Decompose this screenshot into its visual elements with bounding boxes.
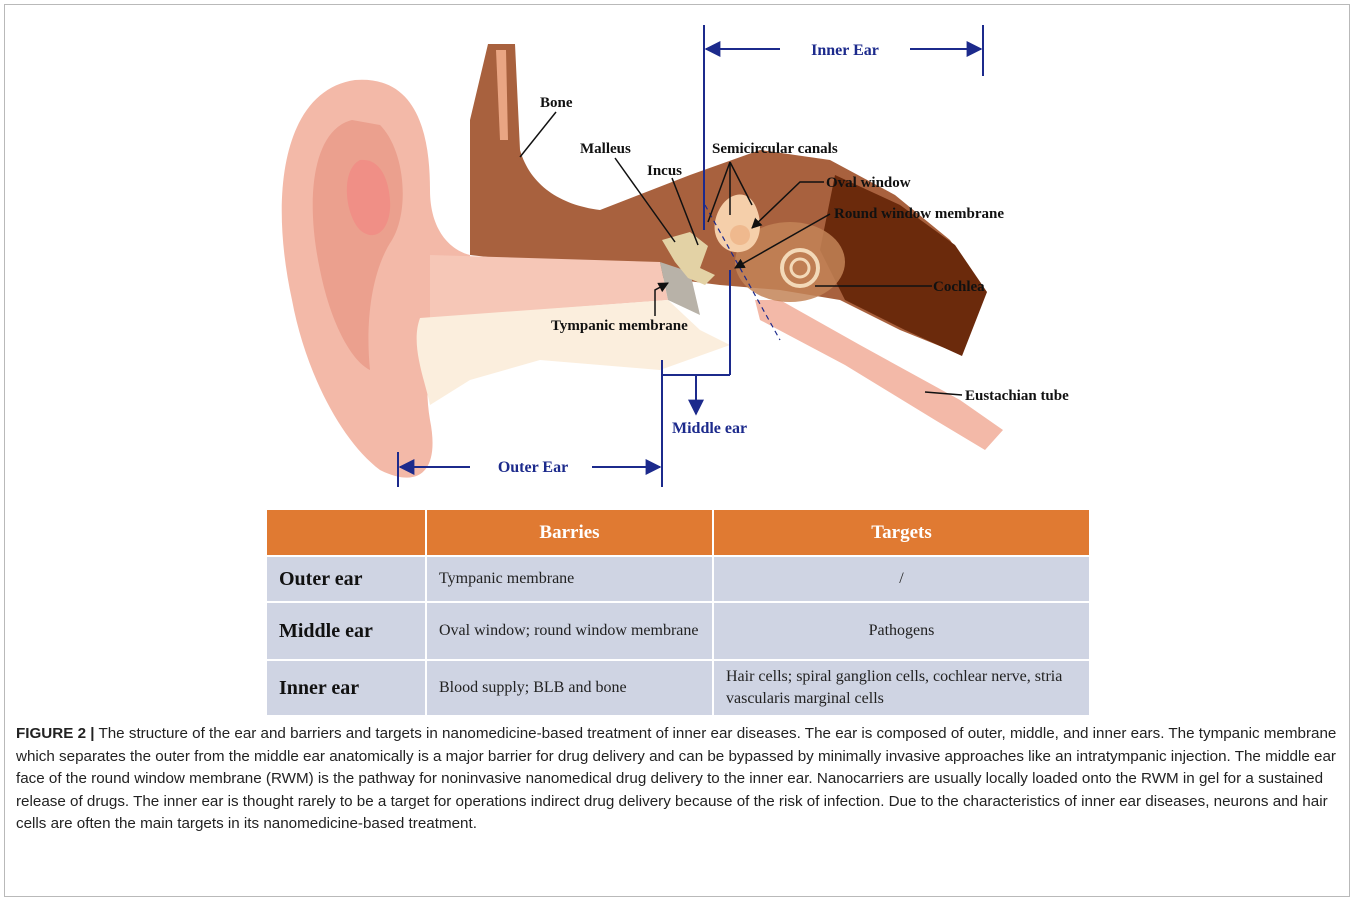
label-semicircular-canals: Semicircular canals	[712, 141, 838, 157]
row-barriers: Tympanic membrane	[426, 556, 713, 602]
ear-anatomy-diagram: Inner Ear Bone Malleus Incus Semicircula…	[0, 0, 1356, 503]
label-tympanic-membrane: Tympanic membrane	[551, 318, 688, 334]
label-eustachian-tube: Eustachian tube	[965, 388, 1069, 404]
label-bone: Bone	[540, 95, 573, 111]
row-name: Outer ear	[266, 556, 426, 602]
table-header-barriers: Barries	[426, 509, 713, 556]
vestibule	[730, 225, 750, 245]
figure-caption: FIGURE 2 | The structure of the ear and …	[16, 723, 1338, 836]
cartilage	[417, 300, 730, 405]
label-malleus: Malleus	[580, 141, 631, 157]
row-targets: Hair cells; spiral ganglion cells, cochl…	[713, 660, 1090, 716]
row-barriers: Oval window; round window membrane	[426, 602, 713, 660]
row-targets: /	[713, 556, 1090, 602]
barriers-targets-table: Barries Targets Outer ear Tympanic membr…	[265, 508, 1091, 717]
label-incus: Incus	[647, 163, 682, 179]
bone-leader	[520, 112, 556, 157]
label-round-window-membrane: Round window membrane	[834, 206, 1004, 222]
row-targets: Pathogens	[713, 602, 1090, 660]
caption-label: FIGURE 2 |	[16, 725, 95, 742]
row-name: Middle ear	[266, 602, 426, 660]
table-row: Inner ear Blood supply; BLB and bone Hai…	[266, 660, 1090, 716]
table-header-empty	[266, 509, 426, 556]
table-row: Middle ear Oval window; round window mem…	[266, 602, 1090, 660]
table-header-targets: Targets	[713, 509, 1090, 556]
label-outer-ear: Outer Ear	[498, 459, 568, 476]
row-barriers: Blood supply; BLB and bone	[426, 660, 713, 716]
label-cochlea: Cochlea	[933, 279, 985, 295]
label-inner-ear: Inner Ear	[811, 42, 879, 59]
label-oval-window: Oval window	[826, 175, 911, 191]
table-header-row: Barries Targets	[266, 509, 1090, 556]
row-name: Inner ear	[266, 660, 426, 716]
label-middle-ear: Middle ear	[672, 420, 747, 437]
caption-text: The structure of the ear and barriers an…	[16, 725, 1336, 832]
table-row: Outer ear Tympanic membrane /	[266, 556, 1090, 602]
